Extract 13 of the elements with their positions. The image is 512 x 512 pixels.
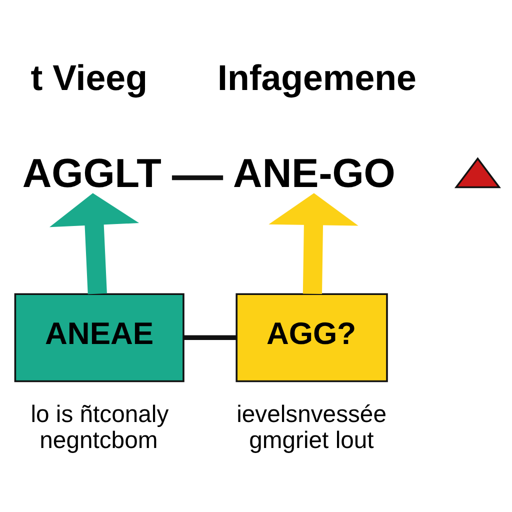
label: t Vieeg — [30, 58, 148, 98]
node-text: AGGLT — [22, 149, 162, 196]
arrow — [50, 192, 140, 294]
node-box: ANEAE — [14, 292, 184, 382]
connector — [172, 174, 224, 180]
node-box: AGG? — [236, 292, 388, 382]
arrow — [268, 192, 358, 294]
label: Infagemene — [218, 58, 416, 98]
node-triangle — [454, 156, 501, 188]
node-label: lo is ñtconaly negntcbom — [30, 400, 169, 454]
node-text: ANE-GO — [233, 149, 396, 196]
node-label: ievelsnvessée gmgriet lout — [236, 400, 386, 454]
connector — [184, 334, 236, 340]
